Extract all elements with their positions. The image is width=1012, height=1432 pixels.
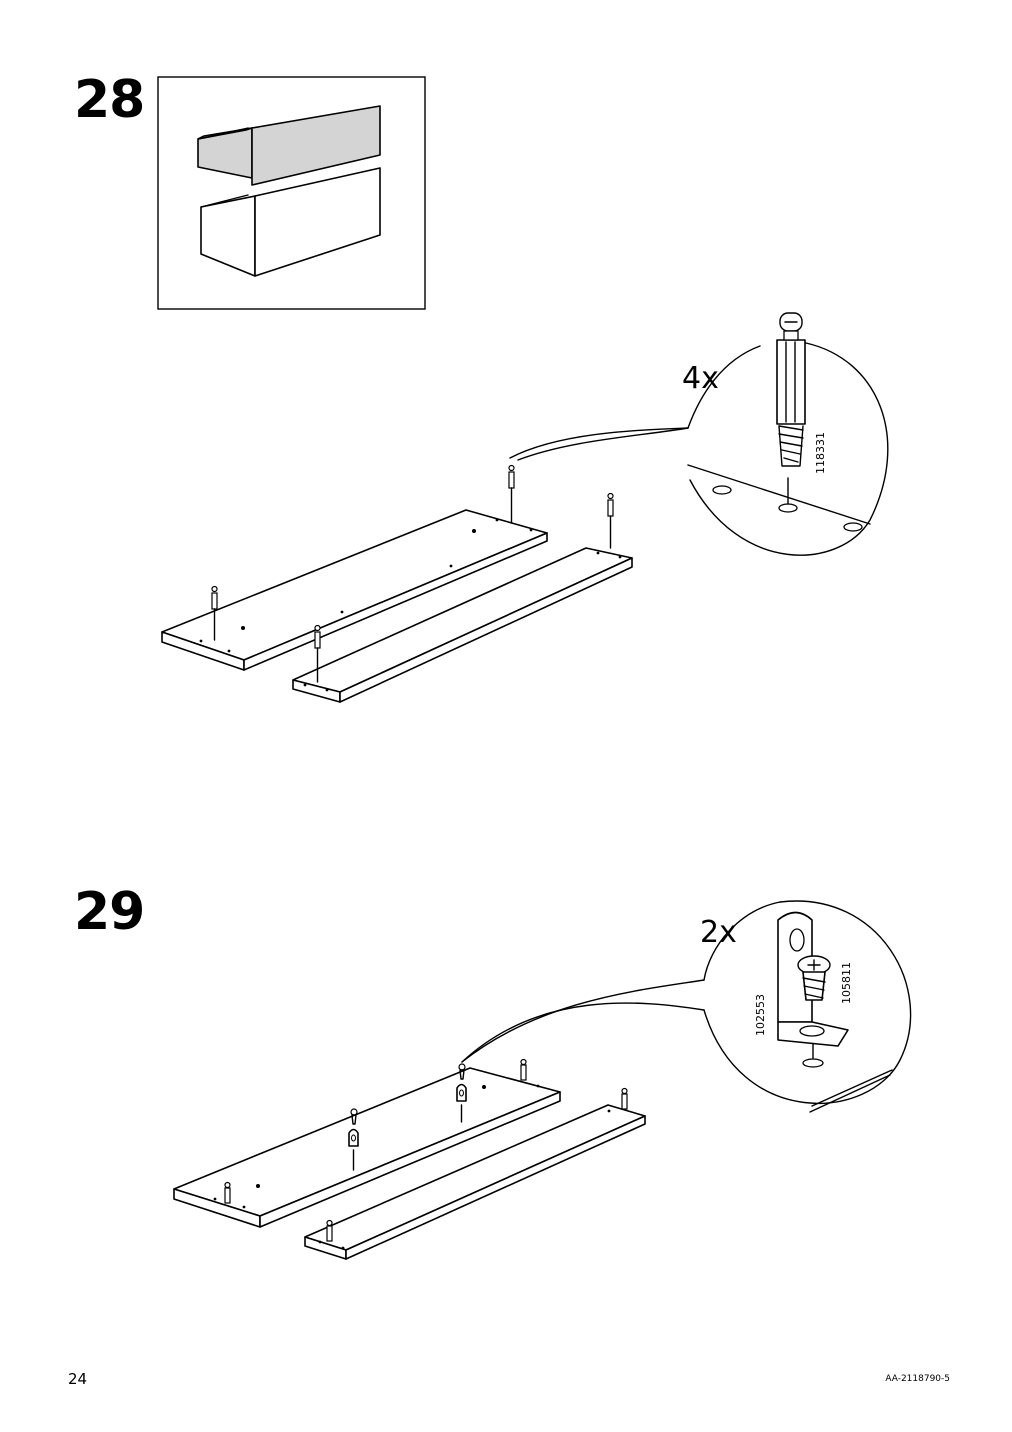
dowel	[607, 492, 614, 549]
bracket-with-screw	[456, 1063, 467, 1123]
step-29-boards	[173, 1058, 646, 1260]
step-28-part-number: 118331	[814, 432, 827, 474]
step-28-number: 28	[74, 70, 145, 130]
dowel	[508, 464, 515, 524]
dowel	[621, 1087, 628, 1110]
step-28-callout	[509, 312, 889, 556]
document-id: AA-2118790-5	[885, 1374, 950, 1384]
drawer-inset	[157, 76, 426, 310]
dowel	[326, 1219, 333, 1242]
dowel	[224, 1181, 231, 1204]
bracket-with-screw	[348, 1108, 359, 1171]
dowel	[314, 624, 321, 683]
step-29-number: 29	[74, 882, 145, 942]
step-29-callout	[461, 900, 912, 1113]
step-28-quantity: 4x	[682, 361, 719, 396]
page-number: 24	[68, 1370, 88, 1388]
dowel	[211, 585, 218, 641]
dowel	[520, 1058, 527, 1081]
step-29-part-number-bracket: 102553	[754, 994, 767, 1036]
step-28-boards	[161, 464, 633, 703]
step-29-part-number-screw: 105811	[840, 962, 853, 1004]
step-29-quantity: 2x	[700, 915, 737, 950]
